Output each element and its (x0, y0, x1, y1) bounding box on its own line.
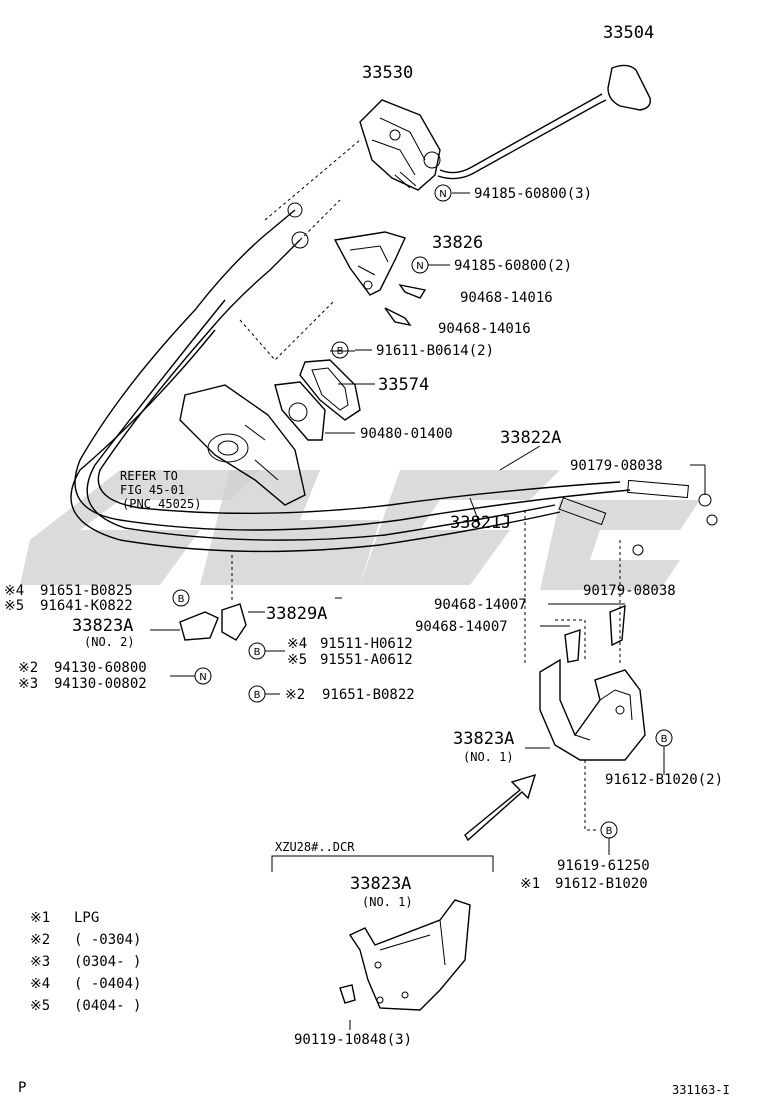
label-91612-2: 91612-B1020(2) (605, 772, 723, 788)
shift-lever-drawing (359, 64, 651, 191)
svg-text:※2: ※2 (30, 932, 50, 948)
svg-text:※2: ※2 (285, 687, 305, 703)
svg-text:※2: ※2 (18, 660, 38, 676)
label-33823A-no1: 33823A (453, 729, 514, 749)
label-91619: 91619-61250 (557, 858, 650, 874)
label-90179-a: 90179-08038 (570, 458, 663, 474)
label-33823A-no2: 33823A (72, 616, 133, 636)
variant-part-labels: ※4 91651-B0825 ※5 91641-K0822 ※4 91511-H… (4, 583, 648, 892)
shift-cables-drawing (70, 202, 718, 556)
b-symbol-4 (248, 685, 266, 703)
direction-arrow (464, 773, 537, 842)
b-symbol-5 (655, 729, 673, 747)
svg-text:※1: ※1 (30, 910, 50, 926)
svg-text:※5: ※5 (4, 598, 24, 614)
n-symbol-3 (194, 667, 212, 685)
label-no1-variant: (NO. 1) (362, 895, 413, 909)
svg-text:91651-B0822: 91651-B0822 (322, 687, 415, 703)
svg-text:( -0404): ( -0404) (74, 976, 141, 992)
label-33829A: 33829A (266, 604, 327, 624)
label-33530: 33530 (362, 63, 413, 83)
svg-text:(0404- ): (0404- ) (74, 998, 141, 1014)
svg-text:※4: ※4 (30, 976, 50, 992)
svg-text:N: N (416, 261, 423, 272)
variant-frame (271, 855, 494, 872)
svg-text:91641-K0822: 91641-K0822 (40, 598, 133, 614)
label-90468-d: 90468-14007 (415, 619, 508, 635)
svg-text:91651-B0825: 91651-B0825 (40, 583, 133, 599)
svg-text:※1: ※1 (520, 876, 540, 892)
part-labels: 33504 33530 94185-60800(3) 33826 94185-6… (72, 23, 723, 1048)
svg-text:(0304- ): (0304- ) (74, 954, 141, 970)
label-90119: 90119-10848(3) (294, 1032, 412, 1048)
label-94185-2: 94185-60800(2) (454, 258, 572, 274)
label-90480: 90480-01400 (360, 426, 453, 442)
svg-text:※3: ※3 (30, 954, 50, 970)
label-33826: 33826 (432, 233, 483, 253)
bracket-33823A-variant-drawing (339, 899, 471, 1011)
n-symbol-2 (411, 256, 429, 274)
svg-text:B: B (178, 594, 185, 605)
label-no1: (NO. 1) (463, 750, 514, 764)
svg-text:91612-B1020: 91612-B1020 (555, 876, 648, 892)
b-symbol-3 (248, 642, 266, 660)
leader-lines (150, 192, 706, 1030)
label-90179-b: 90179-08038 (583, 583, 676, 599)
footer-left: P (18, 1080, 26, 1096)
svg-text:B: B (337, 346, 344, 357)
svg-text:B: B (661, 734, 668, 745)
svg-text:FIG 45-01: FIG 45-01 (120, 483, 185, 497)
label-90468-c: 90468-14007 (434, 597, 527, 613)
svg-text:※4: ※4 (4, 583, 24, 599)
legend: ※1 LPG ※2 ( -0304) ※3 (0304- ) ※4 ( -040… (30, 910, 141, 1014)
svg-text:B: B (606, 826, 613, 837)
svg-text:※5: ※5 (287, 652, 307, 668)
label-33823A-variant: 33823A (350, 874, 411, 894)
svg-text:91551-A0612: 91551-A0612 (320, 652, 413, 668)
label-xzu28: XZU28#..DCR (275, 840, 355, 854)
label-no2: (NO. 2) (84, 635, 135, 649)
svg-text:91511-H0612: 91511-H0612 (320, 636, 413, 652)
footer-right: 331163-I (672, 1083, 730, 1097)
svg-text:N: N (199, 672, 206, 683)
gasket-33574-drawing (274, 359, 361, 441)
label-33504: 33504 (603, 23, 654, 43)
svg-text:94130-60800: 94130-60800 (54, 660, 147, 676)
svg-text:N: N (439, 189, 446, 200)
svg-text:※4: ※4 (287, 636, 307, 652)
clamp-33829A-drawing (179, 603, 247, 641)
symbol-markers: N N B B B N B B B (172, 184, 673, 839)
refer-to-note: REFER TO FIG 45-01 (PNC 45025) (120, 469, 201, 511)
label-94185-3: 94185-60800(3) (474, 186, 592, 202)
label-33574: 33574 (378, 375, 429, 395)
b-symbol-6 (600, 821, 618, 839)
dashed-leaders (231, 139, 621, 831)
label-90468-a: 90468-14016 (460, 290, 553, 306)
floor-plate-drawing (179, 384, 306, 506)
label-91611: 91611-B0614(2) (376, 343, 494, 359)
label-33822A: 33822A (500, 428, 561, 448)
svg-text:※5: ※5 (30, 998, 50, 1014)
svg-text:B: B (254, 647, 261, 658)
svg-text:94130-00802: 94130-00802 (54, 676, 147, 692)
svg-text:B: B (254, 690, 261, 701)
label-33821J: 33821J (450, 513, 511, 533)
watermark-logo (20, 470, 700, 590)
svg-text:LPG: LPG (74, 910, 99, 926)
b-symbol-2 (172, 589, 190, 607)
bracket-33826-drawing (333, 231, 427, 327)
b-symbol-1 (331, 341, 349, 359)
svg-text:※3: ※3 (18, 676, 38, 692)
svg-text:( -0304): ( -0304) (74, 932, 141, 948)
n-symbol-1 (434, 184, 452, 202)
label-90468-b: 90468-14016 (438, 321, 531, 337)
bracket-33823A-no1-drawing (539, 604, 646, 761)
svg-text:REFER TO: REFER TO (120, 469, 178, 483)
svg-text:(PNC 45025): (PNC 45025) (122, 497, 201, 511)
